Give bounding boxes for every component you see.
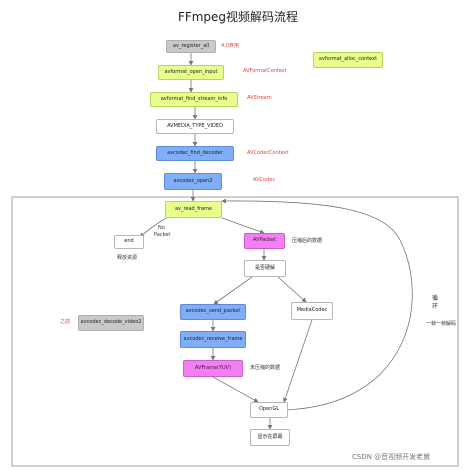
annotation-previously: 之前: [60, 319, 71, 325]
node-opengl: OpenGL: [250, 402, 288, 418]
annotation-no-packet-line2: Packet: [154, 232, 171, 238]
node-avpacket: AVPacket: [244, 233, 285, 249]
node-avframe-yuv: AVFrame(YUV): [183, 360, 243, 377]
node-hard-decode-decision: 是否硬解: [244, 260, 286, 277]
annotation-avcodeccontext: AVCodecContext: [247, 150, 289, 156]
annotation-per-frame-decode: 一帧一帧解码: [426, 321, 457, 327]
annotation-avstream: AVStream: [247, 95, 272, 101]
watermark: CSDN @音视频开发老舅: [352, 453, 431, 461]
annotation-avcodec: AVCodec: [253, 177, 276, 183]
node-avformat-alloc-context: avformat_alloc_context: [313, 52, 383, 68]
node-end: end: [114, 235, 144, 249]
node-avcodec-find-decoder: avcodec_find_decoder: [156, 146, 234, 161]
node-avmedia-type-video: AVMEDIA_TYPE_VIDEO: [156, 119, 234, 134]
diagram-title: FFmpeg视频解码流程: [177, 10, 299, 24]
loop-boundary: [11, 196, 459, 467]
annotation-release: 释放资源: [117, 255, 138, 261]
node-avcodec-receive-frame: avcodec_receive_frame: [180, 331, 246, 348]
node-avcodec-open2: avcodec_open2: [164, 173, 222, 190]
node-display-on-screen: 显示在屏幕: [250, 429, 290, 446]
node-av-read-frame: av_read_frame: [165, 201, 222, 218]
node-av-register-all: av_register_all: [166, 40, 216, 53]
node-avcodec-decode-video2: avcodec_decode_video2: [78, 315, 144, 331]
arrow-read-frame-to-avpacket: [221, 217, 265, 234]
annotation-loop-char-2: 环: [432, 303, 439, 310]
annotation-loop-char-1: 循: [432, 295, 439, 302]
arrow-avframe-to-opengl: [212, 376, 259, 403]
annotation-compressed-data: 压缩后的数据: [292, 238, 323, 244]
node-avformat-open-input: avformat_open_input: [158, 65, 224, 80]
annotation-uncompressed-data: 未压缩的数据: [250, 365, 281, 371]
annotation-avformatcontext: AVFormatContext: [243, 68, 287, 74]
annotation-no-packet-line1: No: [158, 225, 165, 231]
node-mediacodec: MediaCodec: [291, 302, 333, 320]
arrow-hard-decode-to-mediacodec: [277, 276, 307, 303]
node-avformat-find-stream-info: avformat_find_stream_info: [150, 92, 238, 107]
node-avcodec-send-packet: avcodec_send_packet: [180, 304, 246, 320]
loop-back-arrow: [221, 198, 413, 411]
arrow-mediacodec-to-opengl: [283, 319, 313, 403]
annotation-deprecated: 4.0弃用: [221, 43, 239, 49]
arrow-hard-decode-to-send-packet: [213, 276, 253, 305]
